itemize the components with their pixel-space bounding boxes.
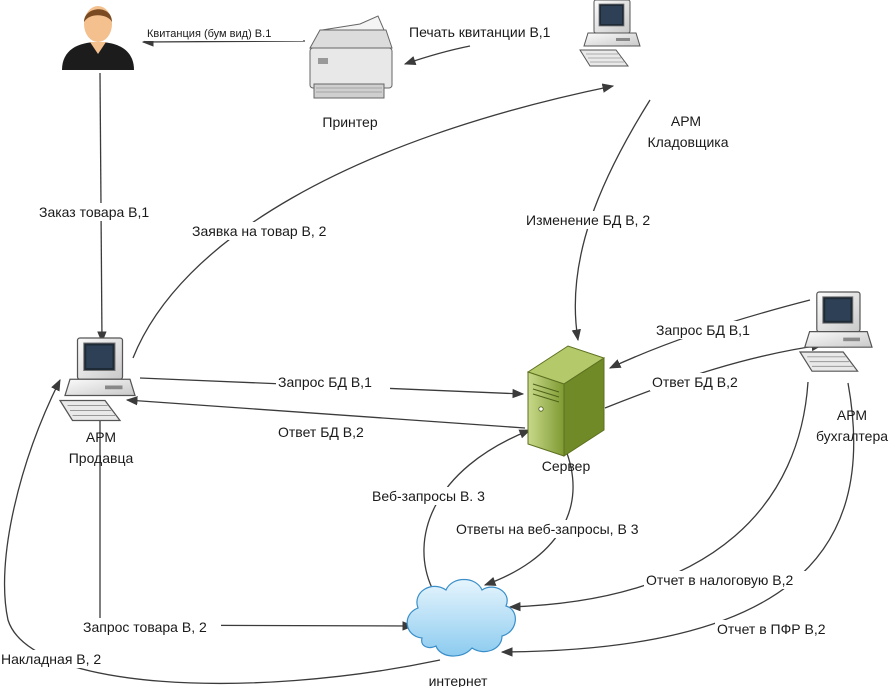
storekeeper-label-line2: Кладовщика [647, 134, 728, 150]
label-pfr-report: Отчет в ПФР В,2 [717, 621, 826, 637]
label-web-responses: Ответы на веб-запросы, В 3 [456, 521, 639, 537]
storekeeper-computer-icon [579, 0, 641, 67]
storekeeper-label-line1: АРМ [671, 113, 701, 129]
internet-label: интернет [429, 673, 488, 687]
label-db-change: Изменение БД В, 2 [526, 212, 650, 228]
label-tax-report: Отчет в налоговую В,2 [646, 572, 794, 588]
label-waybill: Накладная В, 2 [1, 651, 101, 667]
server-icon [526, 345, 606, 457]
label-db-response-accountant: Ответ БД В,2 [652, 374, 738, 390]
label-print-receipt: Печать квитанции В,1 [409, 24, 551, 40]
printer-label: Принтер [322, 114, 377, 130]
edge-db-response-accountant [604, 341, 824, 409]
edge-print-receipt [403, 45, 471, 66]
server-label: Сервер [542, 458, 591, 474]
edge-web-requests [423, 429, 532, 589]
label-goods-request-internet: Запрос товара В, 2 [83, 619, 207, 635]
seller-label-line1: АРМ [86, 429, 116, 445]
edge-receipt-paper [141, 37, 306, 47]
seller-computer-icon [59, 337, 136, 422]
label-db-request-seller: Запрос БД В,1 [278, 374, 372, 390]
edge-goods-request-internet [99, 418, 415, 631]
customer-person-icon [62, 6, 134, 70]
cloud-icon [406, 578, 516, 657]
seller-label-line2: Продавца [69, 450, 134, 466]
accountant-computer-icon [799, 291, 873, 372]
label-goods-request-arm: Заявка на товар В, 2 [192, 223, 327, 239]
label-receipt-paper: Квитанция (бум вид) В.1 [147, 28, 271, 40]
edge-db-response-seller [125, 396, 526, 429]
edge-waybill [3, 378, 441, 685]
accountant-label-line2: бухгалтера [816, 428, 888, 444]
edge-tax-report [508, 381, 809, 612]
label-order-goods: Заказ товара В,1 [39, 204, 149, 220]
label-db-request-accountant: Запрос БД В,1 [656, 322, 750, 338]
accountant-label-line1: АРМ [837, 407, 867, 423]
printer-icon [309, 15, 393, 99]
label-db-response-seller: Ответ БД В,2 [278, 424, 364, 440]
edge-goods-request-arm [132, 83, 615, 359]
label-web-requests: Веб-запросы В. 3 [372, 488, 485, 504]
